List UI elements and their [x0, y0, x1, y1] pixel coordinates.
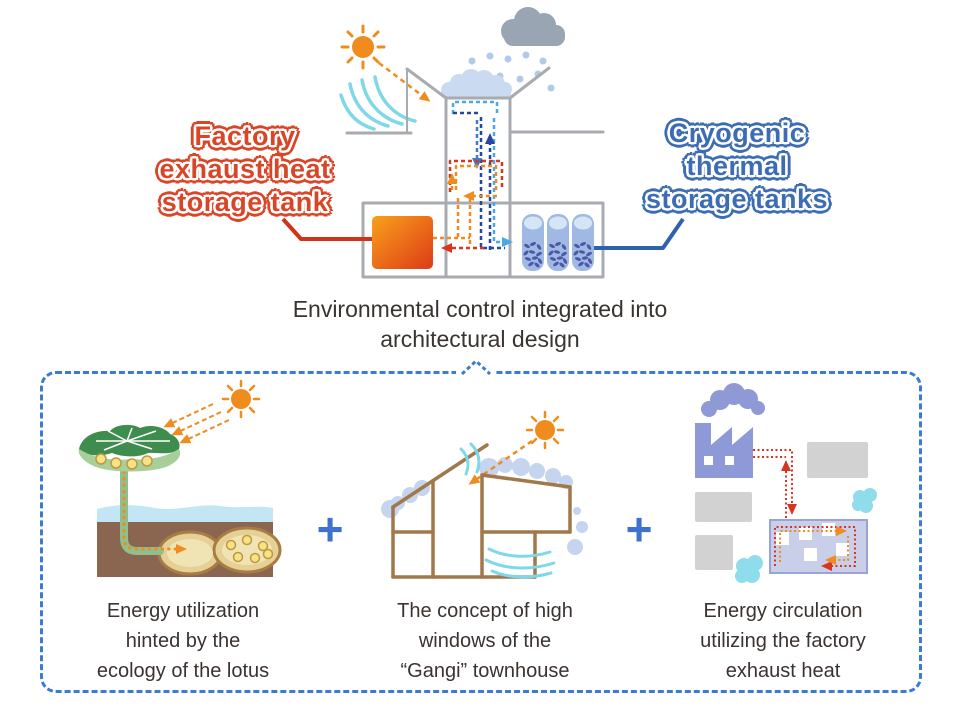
diagram-title: Environmental control integrated into ar…: [180, 294, 780, 354]
factory-tank-label: Factory exhaust heat storage tank: [145, 120, 345, 219]
plus-icon: +: [316, 503, 344, 555]
factory-tank-label-line: exhaust heat: [159, 154, 331, 184]
snow-icon: [381, 457, 588, 555]
heat-loop-orange: [454, 164, 498, 191]
diagram-title-line: Environmental control integrated into: [292, 296, 668, 322]
sunlight-arrow: [468, 439, 533, 485]
sunlight-arrow: [378, 62, 431, 102]
lotus-root-icon: [157, 526, 282, 576]
caption-line: hinted by the: [125, 630, 241, 652]
building-cross-section: [281, 7, 685, 279]
energy-flow-arrows: [433, 100, 513, 253]
sun-icon: [525, 410, 565, 450]
factory-icon: [695, 423, 753, 478]
lotus-ecology-illustration: [78, 379, 282, 577]
caption-line: utilizing the factory: [700, 630, 866, 652]
caption-line: “Gangi” townhouse: [400, 660, 570, 682]
caption-line: ecology of the lotus: [96, 660, 270, 682]
smoke-cloud-icon: [701, 383, 765, 417]
wind-lines-icon: [459, 442, 556, 579]
trees-icon: [735, 488, 877, 583]
sunlight-arrows: [163, 403, 230, 444]
cryogenic-tank-label-line: Cryogenic: [668, 118, 806, 148]
factory-window: [704, 456, 713, 465]
sun-icon: [221, 379, 261, 419]
cryogenic-tank-leader-line: [586, 217, 685, 250]
cryogenic-tank-label: Cryogenic thermal storage tanks: [637, 117, 837, 216]
water-layer: [97, 505, 273, 522]
caption-line: The concept of high: [397, 600, 573, 622]
cryogenic-tanks-icon: [522, 214, 594, 271]
factory-tank-label-line: Factory: [194, 121, 296, 151]
heat-storage-tank-icon: [372, 216, 433, 269]
gangi-townhouse-illustration: [381, 410, 588, 579]
callout-caret: [456, 358, 496, 377]
wind-lines-icon: [339, 75, 417, 131]
diagram-title-line: architectural design: [380, 326, 580, 352]
cryogenic-tank-label-line: thermal: [686, 151, 788, 181]
energy-flow-dotted-arrow: [122, 470, 187, 554]
cold-flow-down-arrow: [492, 118, 513, 247]
sun-icon: [340, 24, 386, 70]
heat-circulation-arrows: [753, 449, 856, 571]
caption-line: windows of the: [418, 630, 552, 652]
rain-cloud-icon: [501, 7, 565, 46]
caption-factory: Energy circulation utilizing the factory…: [670, 596, 896, 686]
plus-icon: +: [625, 503, 653, 555]
city-buildings: [695, 442, 868, 570]
caption-gangi: The concept of high windows of the “Gang…: [373, 596, 597, 686]
caption-line: Energy utilization: [106, 600, 260, 622]
factory-exhaust-illustration: [695, 383, 877, 583]
factory-tank-leader-line: [281, 217, 380, 241]
snow-pile-icon: [441, 69, 512, 98]
cryogenic-tank-label-line: storage tanks: [645, 184, 829, 214]
caption-line: exhaust heat: [725, 660, 841, 682]
factory-tank-label-line: storage tank: [161, 187, 329, 217]
lotus-leaf-icon: [78, 424, 181, 472]
caption-lotus: Energy utilization hinted by the ecology…: [78, 596, 288, 686]
factory-window: [725, 456, 734, 465]
caption-line: Energy circulation: [703, 600, 863, 622]
